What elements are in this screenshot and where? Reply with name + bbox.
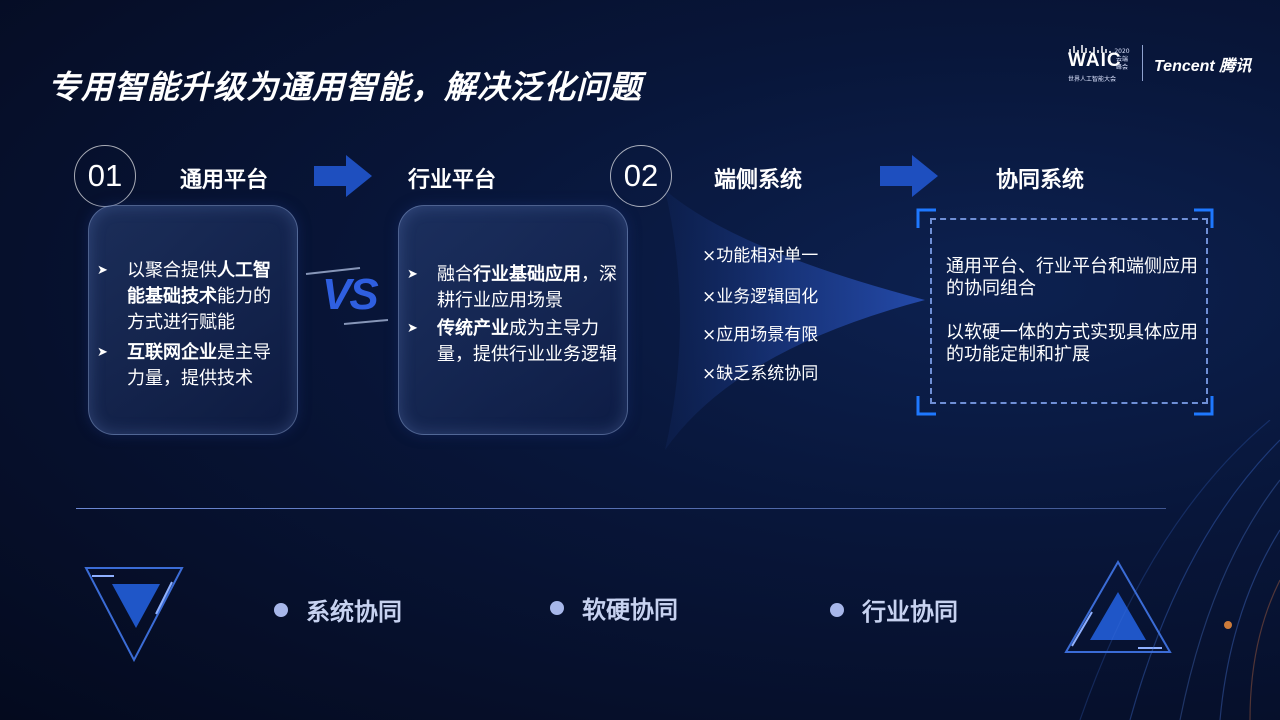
card1-b2-bold: 互联网企业 [127, 342, 217, 363]
card2-b1-text: 融合 [437, 264, 473, 285]
footer-item-system-collab: 系统协同 [274, 592, 402, 627]
bullet-arrow-icon: ➤ [97, 345, 108, 360]
right-arrow-icon [314, 155, 372, 197]
collab-box-corners [916, 208, 1214, 416]
bullet-dot-icon [274, 602, 288, 617]
logo-divider [1142, 45, 1143, 81]
collab-paragraph-1: 通用平台、行业平台和端侧应用的协同组合 [946, 256, 1198, 299]
card1-b1-bold: 人工智能基础技术 [127, 260, 271, 307]
card1-bullet-1: ➤ 以聚合提供人工智能基础技术能力的方式进行赋能 [97, 258, 287, 336]
issue-item: ×缺乏系统协同 [702, 364, 819, 384]
page-title: 专用智能升级为通用智能，解决泛化问题 [48, 68, 643, 106]
waic-subtitle: 世界人工智能大会 [1068, 76, 1117, 83]
card1-bullet-2: ➤ 互联网企业是主导力量，提供技术 [97, 340, 287, 392]
collab-system-box: 通用平台、行业平台和端侧应用的协同组合 以软硬一体的方式实现具体应用的功能定制和… [930, 218, 1208, 404]
bullet-dot-icon [550, 600, 564, 615]
up-triangle-icon [1064, 560, 1172, 653]
collab-paragraph-2: 以软硬一体的方式实现具体应用的功能定制和扩展 [946, 322, 1198, 365]
card2-bullet-2: ➤ 传统产业成为主导力量，提供行业业务逻辑 [407, 316, 617, 368]
step-label-edge-system: 端侧系统 [714, 168, 803, 193]
tencent-logo: Tencent 腾讯 [1154, 58, 1252, 75]
waic-wave-icon [1069, 45, 1111, 53]
card2-b1-bold: 行业基础应用 [473, 264, 581, 285]
card1-b2-post: 是主导力量，提供技术 [127, 342, 271, 389]
footer-label: 行业协同 [862, 598, 958, 626]
general-platform-card: ➤ 以聚合提供人工智能基础技术能力的方式进行赋能 ➤ 互联网企业是主导力量，提供技术 [88, 205, 298, 435]
footer-item-industry-collab: 行业协同 [830, 592, 958, 627]
vs-label: VS [322, 270, 379, 319]
step-label-industry-platform: 行业平台 [408, 168, 497, 193]
footer-label: 系统协同 [306, 598, 402, 626]
card2-bullet-1: ➤ 融合行业基础应用，深耕行业应用场景 [407, 262, 617, 314]
industry-platform-card: ➤ 融合行业基础应用，深耕行业应用场景 ➤ 传统产业成为主导力量，提供行业业务逻辑 [398, 205, 628, 435]
card1-b1-text: 以聚合提供 [127, 260, 217, 281]
right-arrow-icon [880, 155, 938, 197]
card2-b2-bold: 传统产业 [437, 318, 509, 339]
footer-item-hardware-software-collab: 软硬协同 [550, 590, 678, 625]
step-number-02: 02 [610, 145, 672, 207]
bullet-arrow-icon: ➤ [407, 321, 418, 336]
footer-label: 软硬协同 [582, 596, 678, 624]
issue-item: ×应用场景有限 [702, 325, 819, 345]
background-light-streaks [1079, 420, 1280, 720]
down-triangle-icon [84, 567, 184, 663]
issue-item: ×业务逻辑固化 [702, 287, 819, 307]
issue-item: ×功能相对单一 [702, 246, 819, 266]
card1-b1-post: 能力的方式进行赋能 [127, 286, 271, 333]
waic-year: 2020 云端 峰会 [1114, 48, 1130, 71]
step-number-01: 01 [74, 145, 136, 207]
vs-streak-lines [305, 267, 389, 325]
bullet-arrow-icon: ➤ [407, 267, 418, 282]
section-divider [76, 508, 1166, 509]
card2-b2-post: 成为主导力量，提供行业业务逻辑 [437, 318, 617, 365]
waic-logo: WAIC 2020 云端 峰会 世界人工智能大会 [1066, 44, 1134, 84]
card2-b1-post: ，深耕行业应用场景 [437, 264, 617, 311]
waic-logo-text: WAIC [1068, 50, 1122, 71]
step-label-collaborative-system: 协同系统 [996, 168, 1085, 193]
bullet-dot-icon [830, 602, 844, 617]
funnel-cone-shape [665, 190, 925, 450]
bullet-arrow-icon: ➤ [97, 263, 108, 278]
step-label-general-platform: 通用平台 [180, 168, 269, 193]
